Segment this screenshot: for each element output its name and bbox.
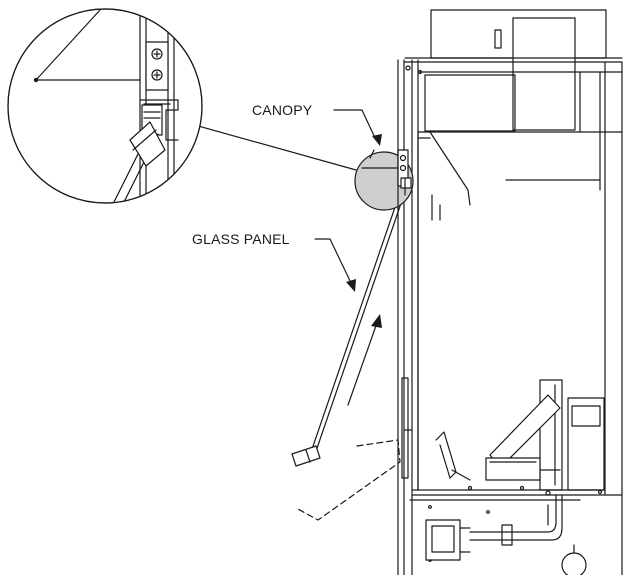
glass-panel	[291, 177, 410, 467]
canopy-leader	[333, 109, 382, 146]
magnified-detail	[7, 8, 203, 204]
glass-panel-leader	[314, 238, 356, 292]
motion-arrow	[347, 314, 382, 406]
canopy-hood	[429, 131, 471, 206]
phillips-screw-icon	[151, 48, 163, 60]
glass-panel-label: GLASS PANEL	[192, 231, 290, 247]
appliance-cabinet	[397, 9, 623, 575]
burner-assembly	[409, 379, 623, 575]
highlight-contents	[361, 149, 412, 211]
canopy-label: CANOPY	[252, 102, 313, 118]
panel-start-outline	[295, 439, 401, 521]
phillips-screw-icon	[151, 69, 163, 81]
